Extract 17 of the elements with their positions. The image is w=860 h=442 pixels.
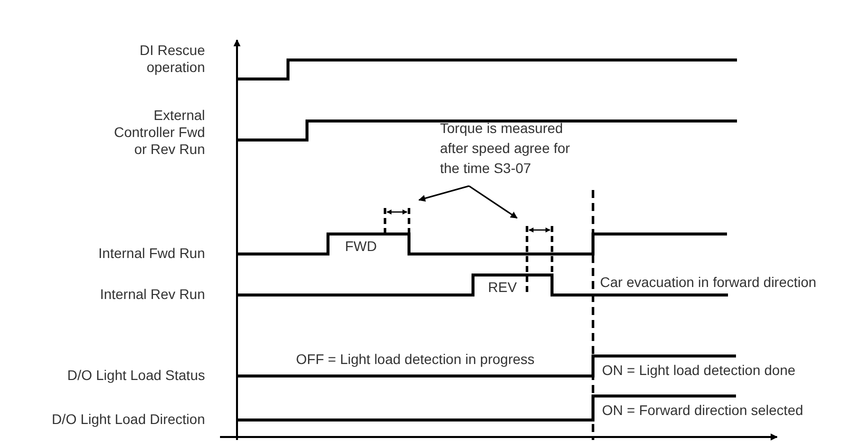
state-note: OFF = Light load detection in progress xyxy=(296,351,535,368)
state-note: Car evacuation in forward direction xyxy=(600,274,816,291)
signal-label: D/O Light Load Status xyxy=(66,367,205,384)
signal-label: Internal Fwd Run xyxy=(97,245,205,262)
pulse-label: FWD xyxy=(345,238,377,255)
leader-arrow xyxy=(468,185,518,219)
signal-label: D/O Light Load Direction xyxy=(50,411,205,428)
state-note: ON = Light load detection done xyxy=(602,362,796,379)
callout-text: Torque is measured after speed agree for the time S3-07 xyxy=(440,118,585,178)
pulse-label: REV xyxy=(488,279,517,296)
leader-arrow xyxy=(418,185,470,202)
signal-label: Internal Rev Run xyxy=(98,286,205,303)
interval-marker xyxy=(526,226,554,295)
signal-label: DI Rescue operation xyxy=(138,42,205,76)
interval-marker xyxy=(384,208,410,234)
state-note: ON = Forward direction selected xyxy=(602,402,804,419)
signal-label: External Controller Fwd or Rev Run xyxy=(112,107,205,158)
